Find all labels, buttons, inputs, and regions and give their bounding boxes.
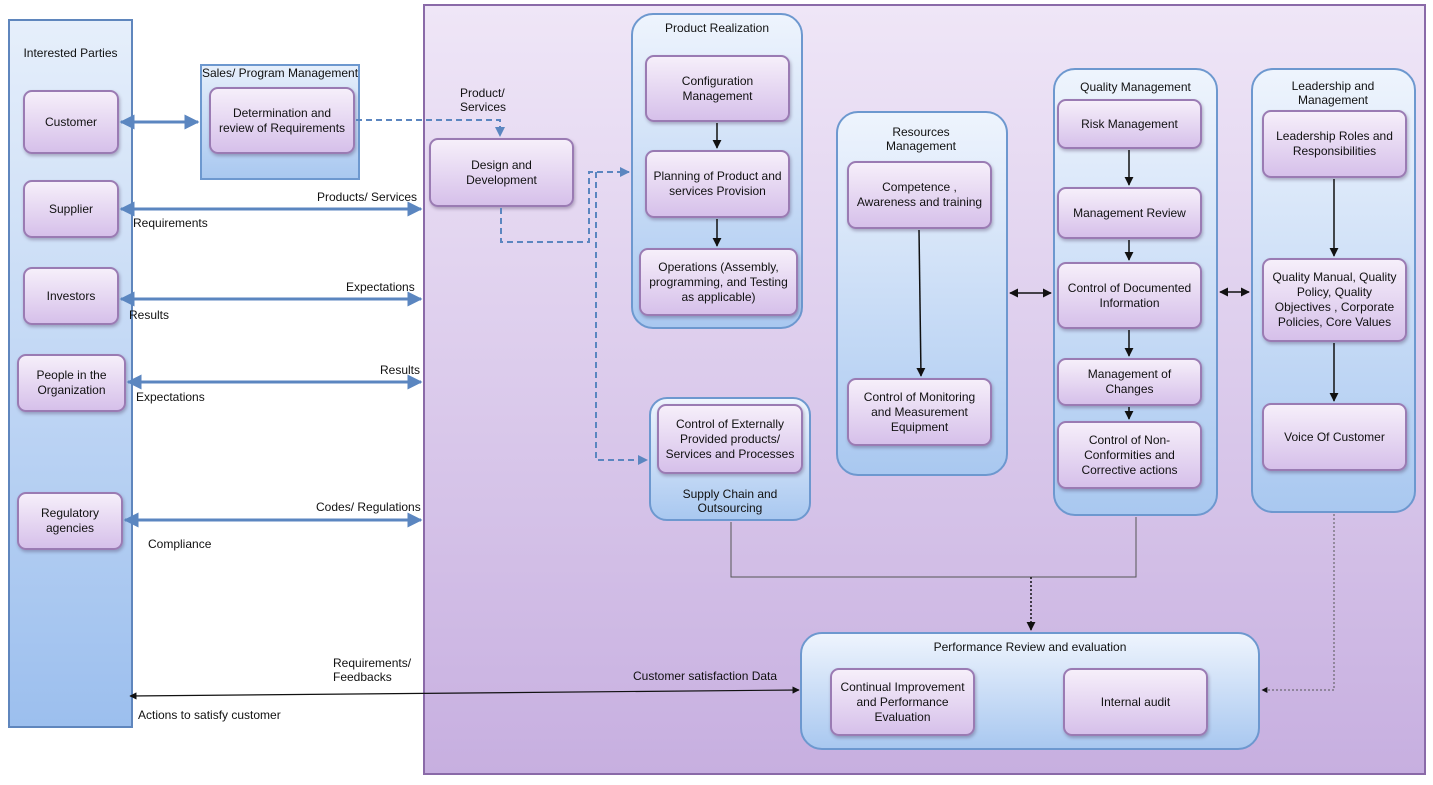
leadership-performance-arrow [1261,514,1335,693]
design-supply-arrow [595,172,648,465]
people-box: People in the Organization [17,354,126,412]
sales-program-title: Sales/ Program Management [201,66,359,80]
products-services-flow-label: Products/ Services [317,190,418,204]
req-feedbacks-flow-label: Requirements/ Feedbacks [333,656,412,684]
requirements-flow-label: Requirements [133,216,208,230]
leadership-title: Leadership and Management [1291,79,1375,107]
actions-flow-label: Actions to satisfy customer [138,708,281,722]
customer-feedback-arrow [129,686,800,700]
results-flow-label-2: Results [380,363,421,377]
internal-audit-box: Internal audit [1063,668,1208,736]
leadership-roles-box: Leadership Roles and Responsibilities [1262,110,1407,178]
configuration-box: Configuration Management [645,55,790,122]
results-flow-label-1: Results [129,308,170,322]
continual-improvement-box: Continual Improvement and Performance Ev… [830,668,975,736]
regulatory-box: Regulatory agencies [17,492,123,550]
product-realization-title: Product Realization [664,21,770,35]
supplier-box: Supplier [23,180,119,238]
management-review-box: Management Review [1057,187,1202,239]
supply-chain-caption: Supply Chain and Outsourcing [682,487,778,515]
expectations-flow-label-2: Expectations [136,390,205,404]
csat-flow-label: Customer satisfaction Data [633,669,778,683]
codes-flow-label: Codes/ Regulations [316,500,421,514]
design-planning-arrow [500,167,630,243]
management-changes-box: Management of Changes [1057,358,1202,406]
quality-title: Quality Management [1080,80,1191,94]
interested-parties-title: Interested Parties [23,46,118,60]
competence-box: Competence , Awareness and training [847,161,992,229]
investors-box: Investors [23,267,119,325]
voice-of-customer-box: Voice Of Customer [1262,403,1407,471]
expectations-flow-label-1: Expectations [346,280,415,294]
external-provision-box: Control of Externally Provided products/… [657,404,803,474]
operations-box: Operations (Assembly, programming, and T… [639,248,798,316]
compliance-flow-label: Compliance [148,537,212,551]
product-services-label: Product/ Services [460,86,507,114]
nonconformities-box: Control of Non-Conformities and Correcti… [1057,421,1202,489]
performance-title: Performance Review and evaluation [933,640,1127,654]
risk-management-box: Risk Management [1057,99,1202,149]
documented-info-box: Control of Documented Information [1057,262,1202,329]
planning-box: Planning of Product and services Provisi… [645,150,790,218]
monitoring-equipment-box: Control of Monitoring and Measurement Eq… [847,378,992,446]
customer-box: Customer [23,90,119,154]
quality-manual-box: Quality Manual, Quality Policy, Quality … [1262,258,1407,342]
resources-title: Resources Management [885,125,957,153]
requirements-design-arrow [356,119,505,137]
supply-quality-connector [730,517,1137,578]
requirements-review-box: Determination and review of Requirements [209,87,355,154]
design-development-box: Design and Development [429,138,574,207]
competence-monitoring-arrow [916,229,926,377]
